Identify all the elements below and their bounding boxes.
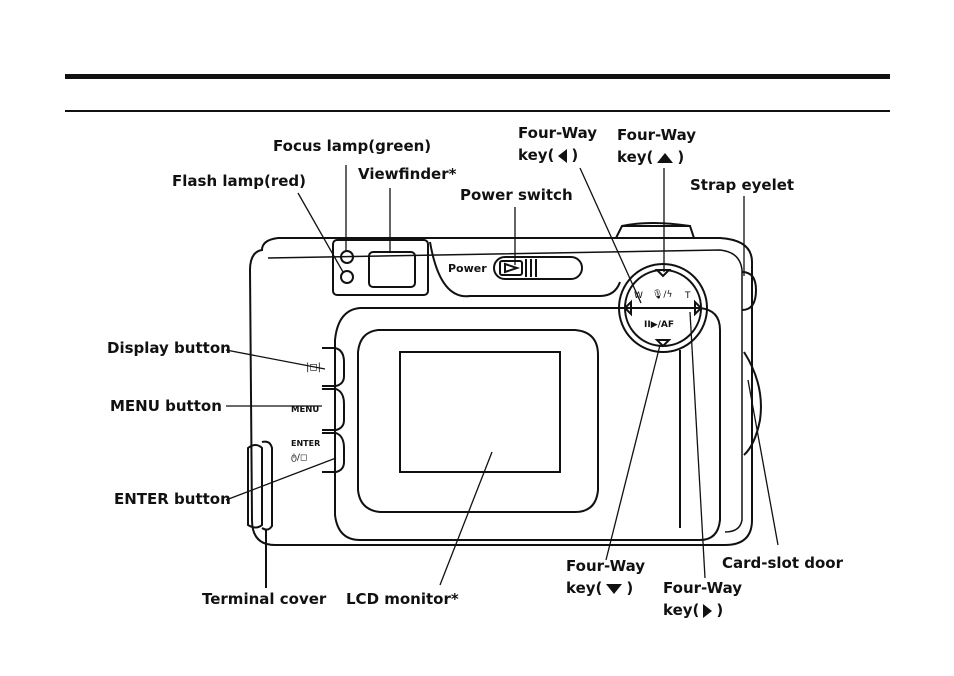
power-label: Power	[448, 262, 487, 275]
label-display-button: Display button	[107, 337, 231, 359]
label-lcd-monitor: LCD monitor*	[346, 588, 459, 610]
triangle-up-icon	[657, 153, 673, 163]
label-enter-button: ENTER button	[114, 488, 231, 510]
label-fourway-left: Four-Way key()	[518, 122, 597, 166]
terminal-cover	[248, 445, 262, 528]
label-fourway-up: Four-Way key()	[617, 124, 696, 168]
display-button	[322, 348, 344, 386]
enter-button	[322, 433, 344, 472]
lcd-bezel	[358, 330, 598, 512]
dial-af-marking: II▶/AF	[644, 320, 674, 330]
camera-body	[250, 238, 752, 545]
triangle-down-icon	[606, 584, 622, 594]
top-bump	[616, 226, 694, 238]
lcd-frame-outer	[335, 308, 720, 540]
label-viewfinder: Viewfinder*	[358, 163, 456, 185]
dial-top-marking: 🎙/ϟ	[652, 289, 672, 300]
label-fourway-right: Four-Way key()	[663, 577, 742, 621]
label-menu-button: MENU button	[110, 395, 222, 417]
label-card-slot-door: Card-slot door	[722, 552, 843, 574]
enter-marking: ENTER	[291, 439, 320, 448]
triangle-right-icon	[703, 604, 712, 618]
dial-w-marking: W	[634, 291, 643, 301]
label-terminal-cover: Terminal cover	[202, 588, 326, 610]
label-flash-lamp: Flash lamp(red)	[172, 170, 306, 192]
display-marking: |◻|	[306, 362, 321, 373]
strap-eyelet	[742, 272, 756, 310]
label-strap-eyelet: Strap eyelet	[690, 174, 794, 196]
flash-lamp	[341, 271, 353, 283]
triangle-left-icon	[558, 149, 567, 163]
label-fourway-down: Four-Way key()	[566, 555, 645, 599]
menu-marking: MENU	[291, 405, 319, 415]
viewfinder-window	[369, 252, 415, 287]
dial-t-marking: T	[684, 291, 691, 301]
timer-marking: ტ/◻	[291, 453, 307, 463]
label-focus-lamp: Focus lamp(green)	[273, 135, 431, 157]
menu-button	[322, 389, 344, 430]
label-power-switch: Power switch	[460, 184, 573, 206]
lcd-monitor	[400, 352, 560, 472]
